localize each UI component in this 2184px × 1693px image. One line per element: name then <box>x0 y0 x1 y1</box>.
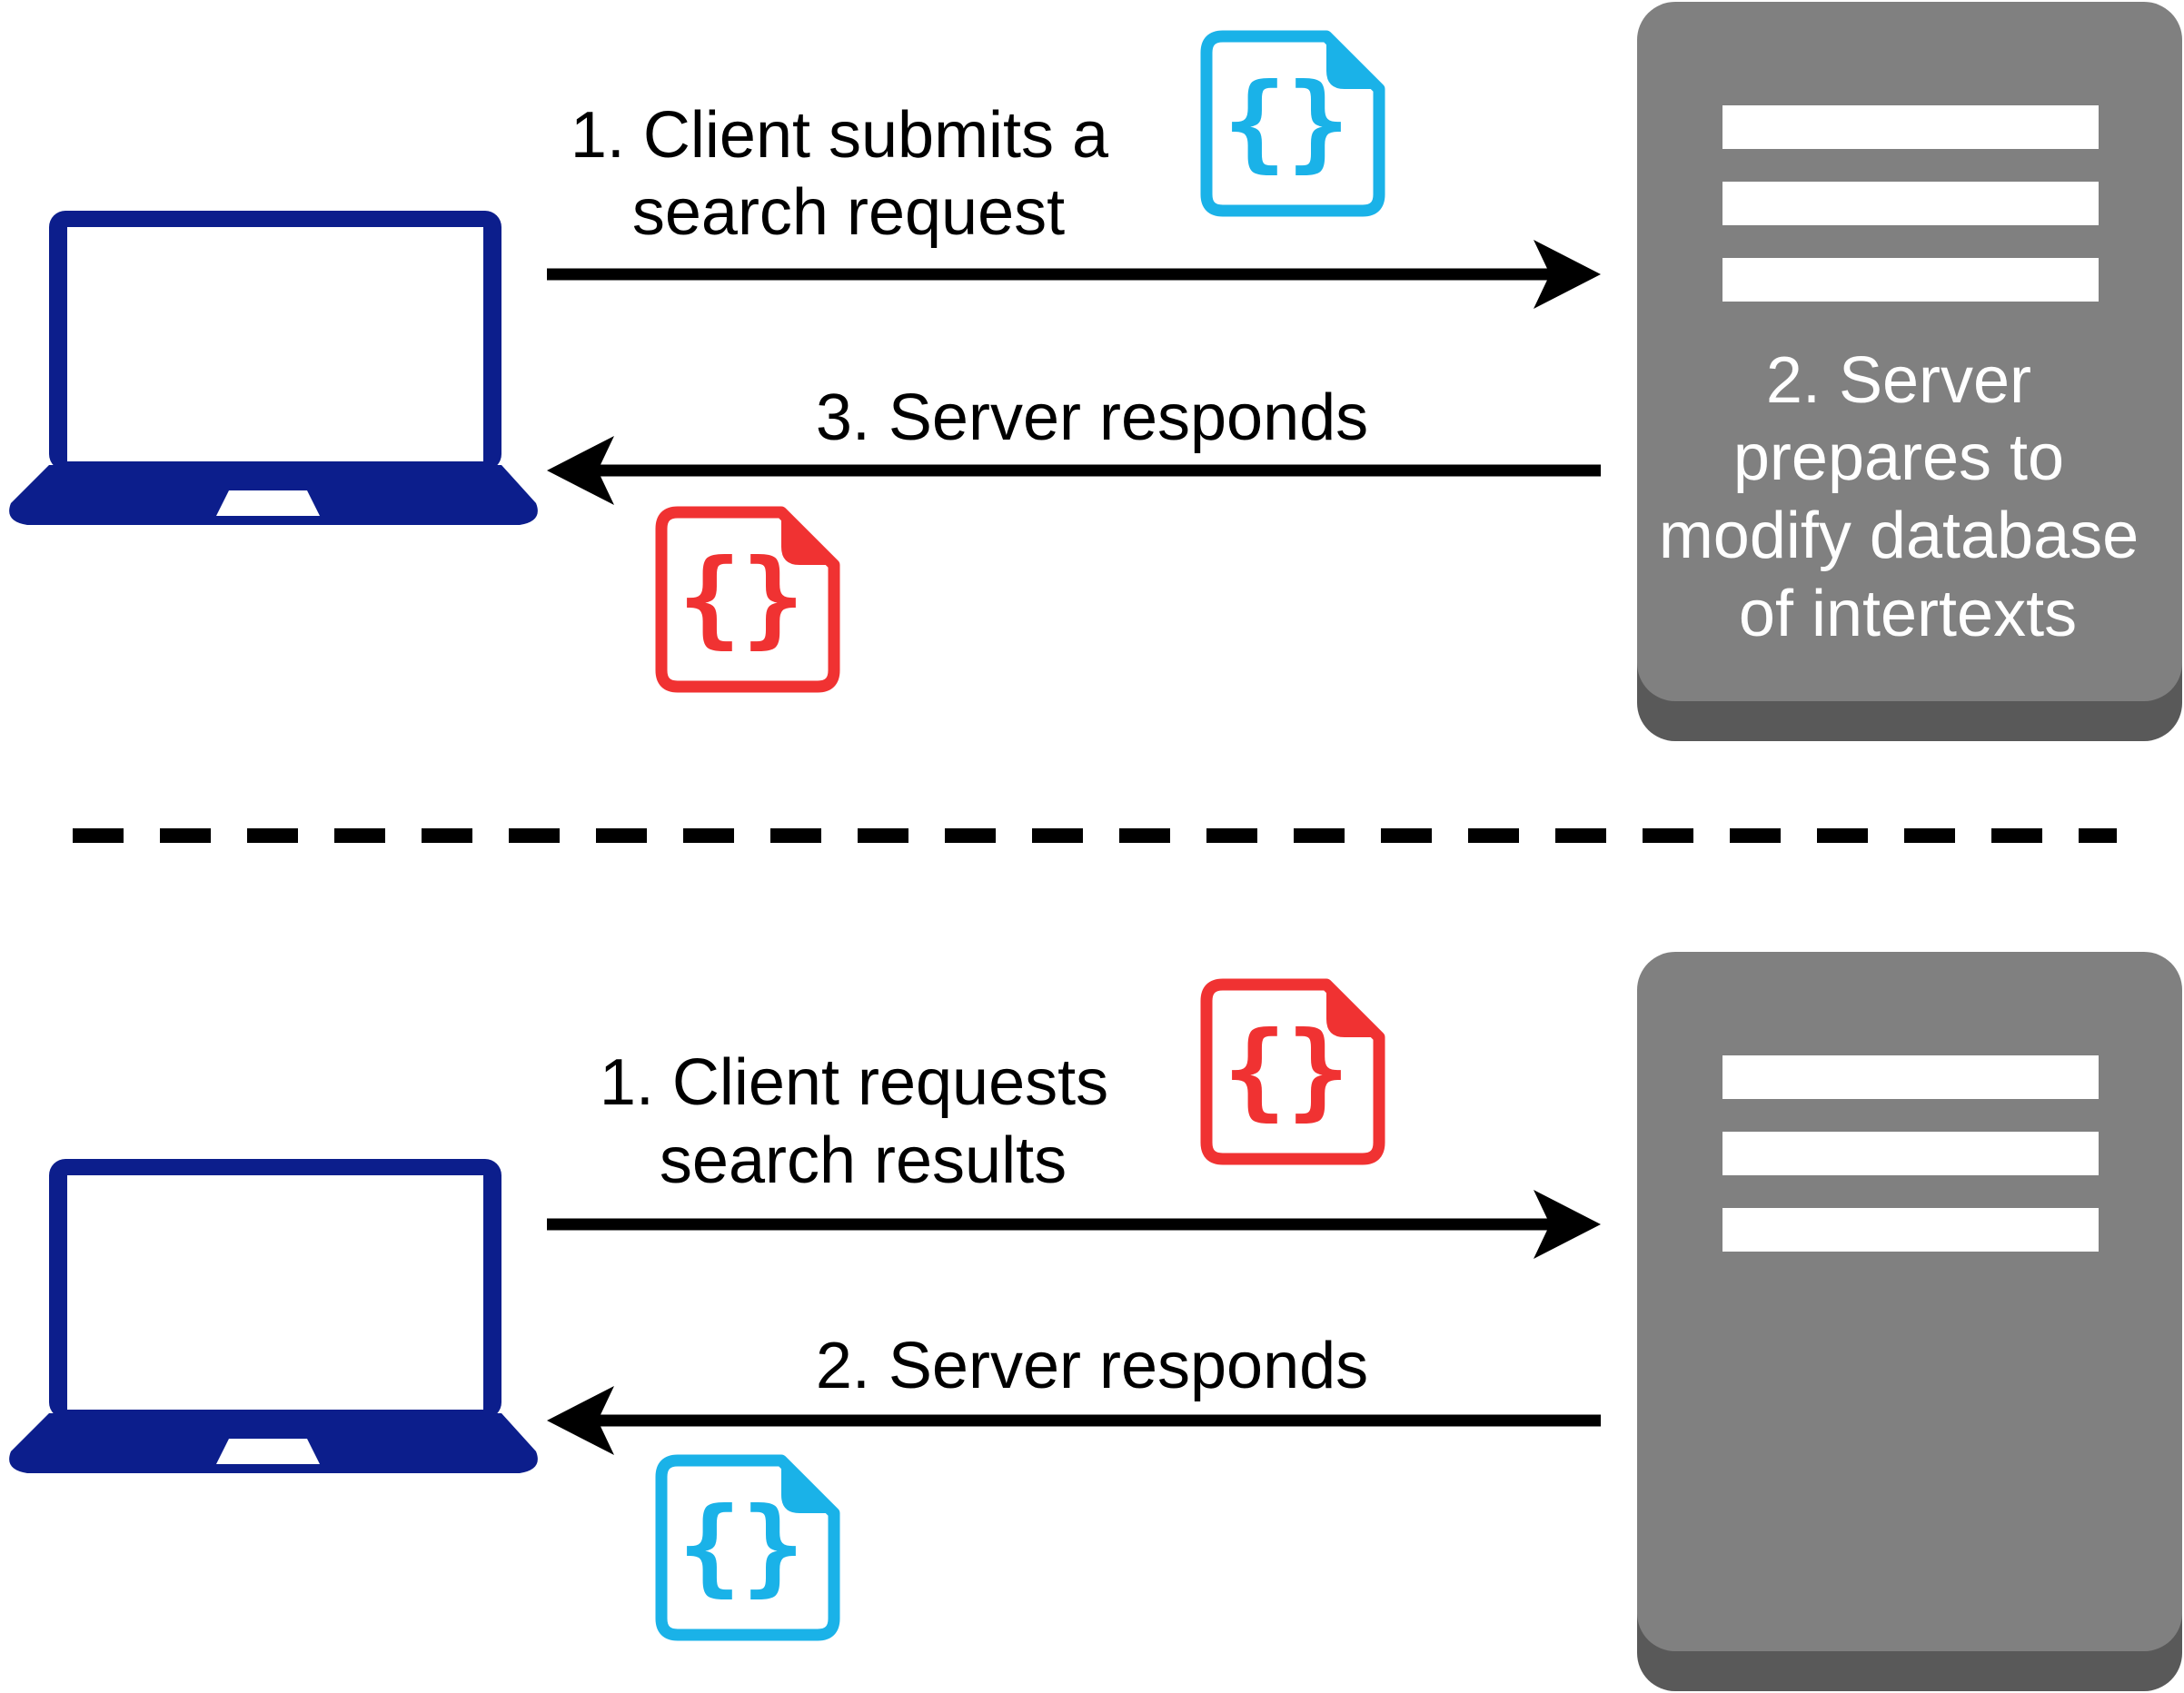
request-label: 1. Client submits a search request <box>571 99 1127 249</box>
json-brace-text: {} <box>678 1485 805 1608</box>
response-arrow <box>547 1386 1601 1455</box>
json-document-icon: {} <box>661 1460 834 1635</box>
request-arrow <box>547 1190 1601 1259</box>
server-label-line: prepares to <box>1733 421 2064 494</box>
response-label: 2. Server responds <box>816 1330 1368 1402</box>
response-label: 3. Server responds <box>816 381 1368 454</box>
server-label-line: of intertexts <box>1739 578 2077 650</box>
laptop-icon <box>9 1159 538 1473</box>
json-brace-text: {} <box>678 537 805 659</box>
bottom-scenario: 1. Client requests search results {} 2. … <box>9 952 2182 1691</box>
request-label-line: search results <box>660 1124 1067 1197</box>
json-brace-text: {} <box>1223 61 1350 183</box>
server-icon <box>1637 952 2182 1691</box>
response-arrow <box>547 436 1601 505</box>
json-document-icon: {} <box>1206 36 1379 211</box>
json-brace-text: {} <box>1223 1009 1350 1132</box>
json-document-icon: {} <box>1206 985 1379 1159</box>
server-label-line: 2. Server <box>1766 344 2031 417</box>
request-label-line: 1. Client submits a <box>571 99 1109 172</box>
laptop-icon <box>9 211 538 525</box>
server-icon <box>1637 2 2182 741</box>
request-label: 1. Client requests search results <box>600 1046 1127 1197</box>
request-label-line: search request <box>632 176 1065 249</box>
request-arrow <box>547 240 1601 309</box>
top-scenario: 2. Server prepares to modify database of… <box>9 2 2182 741</box>
server-label-line: modify database <box>1659 500 2139 572</box>
server-step-label: 2. Server prepares to modify database of… <box>1659 344 2157 650</box>
request-label-line: 1. Client requests <box>600 1046 1108 1119</box>
json-document-icon: {} <box>661 512 834 687</box>
